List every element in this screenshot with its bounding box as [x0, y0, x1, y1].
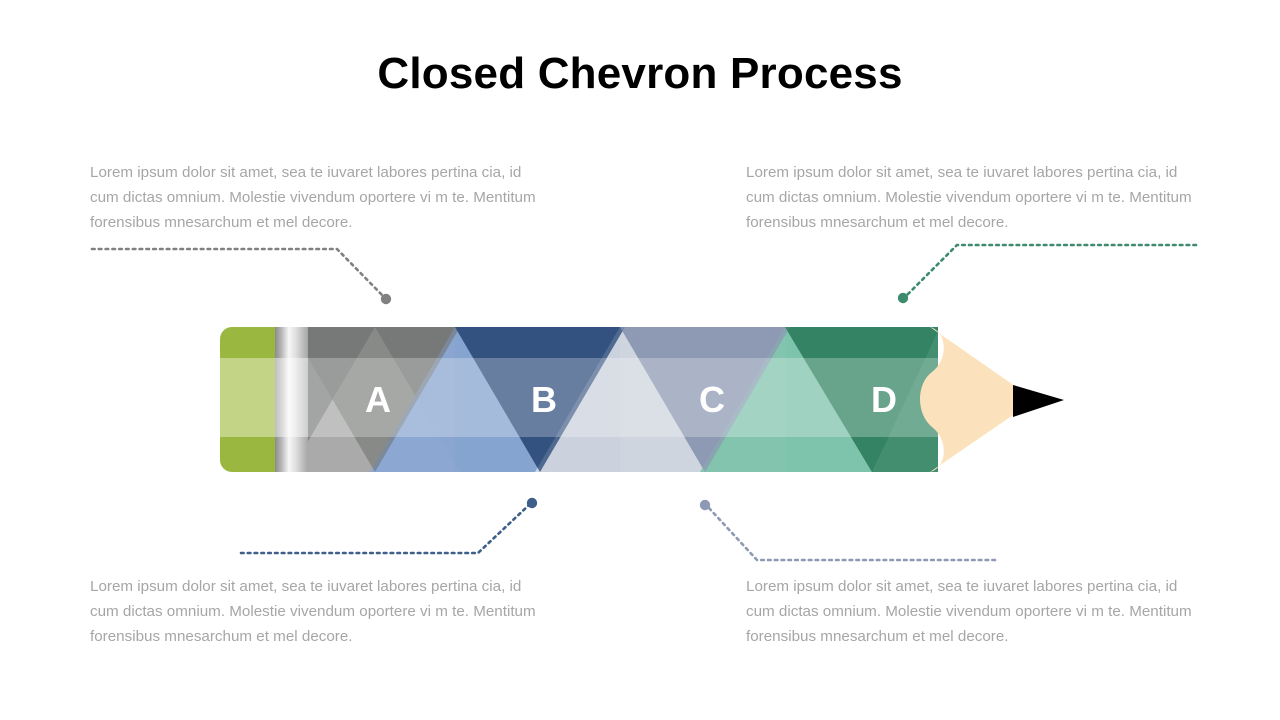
connector-top-right-dot [897, 292, 909, 304]
connector-bottom-left-dot [526, 497, 538, 509]
connector-top-right-line [904, 243, 1198, 298]
page-title: Closed Chevron Process [377, 49, 903, 98]
ferrule-highlight [275, 358, 308, 437]
description-bottom-right: Lorem ipsum dolor sit amet, sea te iuvar… [746, 578, 1192, 645]
connector-bottom-left-line [239, 503, 531, 555]
triangle-ab-up [370, 327, 540, 472]
triangle-bc-up [535, 327, 705, 472]
connector-bottom-right [699, 499, 997, 562]
connector-bottom-left [239, 497, 538, 555]
description-top-left: Lorem ipsum dolor sit amet, sea te iuvar… [90, 164, 536, 231]
description-bottom-left: Lorem ipsum dolor sit amet, sea te iuvar… [90, 578, 536, 645]
pencil-eraser [220, 327, 275, 472]
connector-top-left-dot [380, 293, 392, 305]
triangle-d-down [785, 327, 938, 472]
pencil-wood-tip [920, 327, 1035, 472]
step-label-d: D [871, 379, 897, 420]
highlight-band [220, 358, 938, 437]
eraser-band [220, 358, 275, 437]
chevron-band [220, 327, 938, 472]
connector-top-left [90, 247, 392, 305]
connector-bottom-right-line [706, 505, 997, 562]
step-label-c: C [699, 379, 725, 420]
step-label-b: B [531, 379, 557, 420]
pencil-ferrule [275, 327, 308, 472]
description-top-right: Lorem ipsum dolor sit amet, sea te iuvar… [746, 164, 1192, 231]
triangle-b-down [455, 327, 625, 472]
connector-top-left-line [90, 247, 386, 299]
connector-bottom-right-dot [699, 499, 711, 511]
triangle-cd-up [700, 327, 872, 472]
pencil-graphite-point [1013, 385, 1064, 417]
step-label-a: A [365, 379, 391, 420]
triangle-c-down [620, 327, 790, 472]
triangle-a-down [290, 327, 460, 472]
connector-top-right [897, 243, 1198, 304]
